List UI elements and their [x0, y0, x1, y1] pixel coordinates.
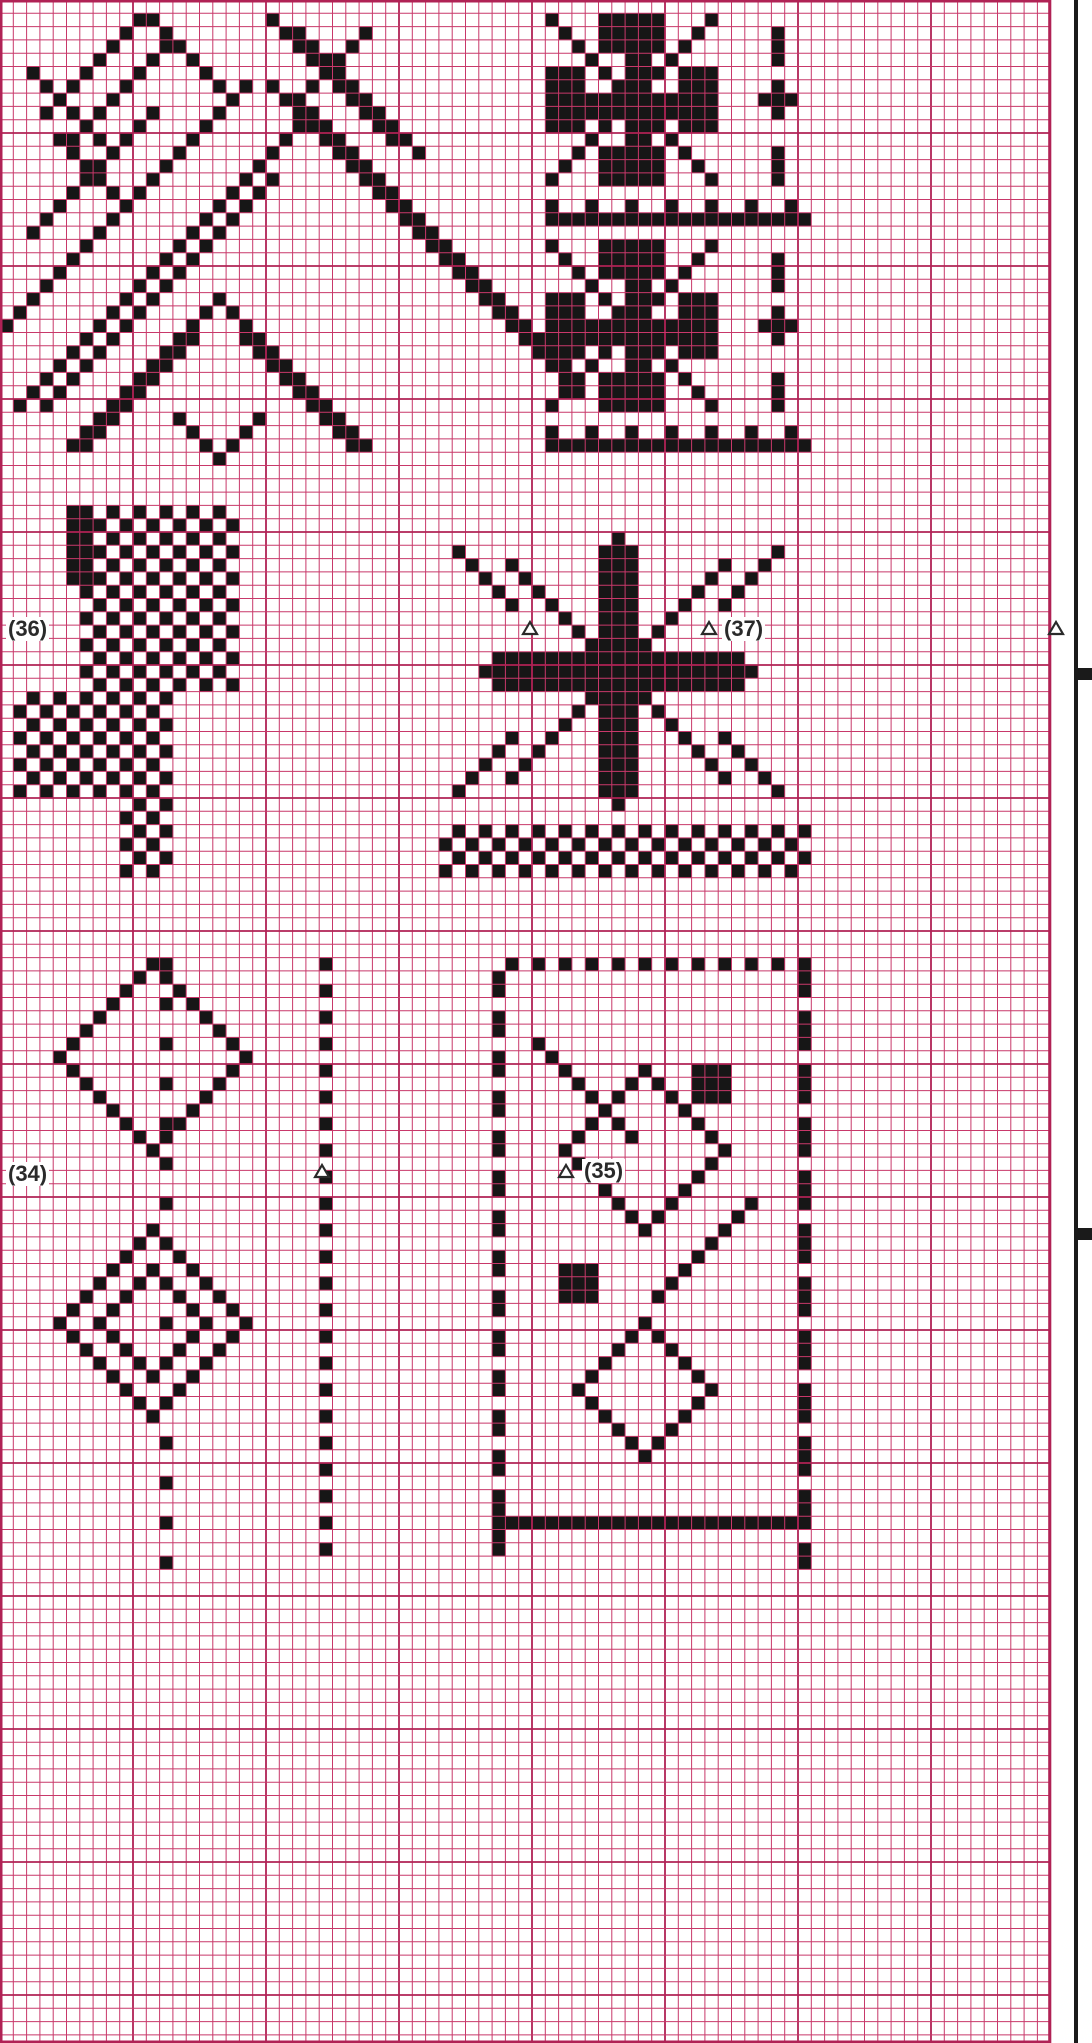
chart-label-37: (37) — [722, 617, 765, 641]
page-edge-tab-lower — [1074, 1228, 1092, 1240]
page-edge-strip — [1074, 0, 1078, 2043]
page-edge-tab-upper — [1074, 668, 1092, 680]
chart-label-35: (35) — [582, 1159, 625, 1183]
chart-label-36: (36) — [6, 617, 49, 641]
chart-label-34: (34) — [6, 1162, 49, 1186]
